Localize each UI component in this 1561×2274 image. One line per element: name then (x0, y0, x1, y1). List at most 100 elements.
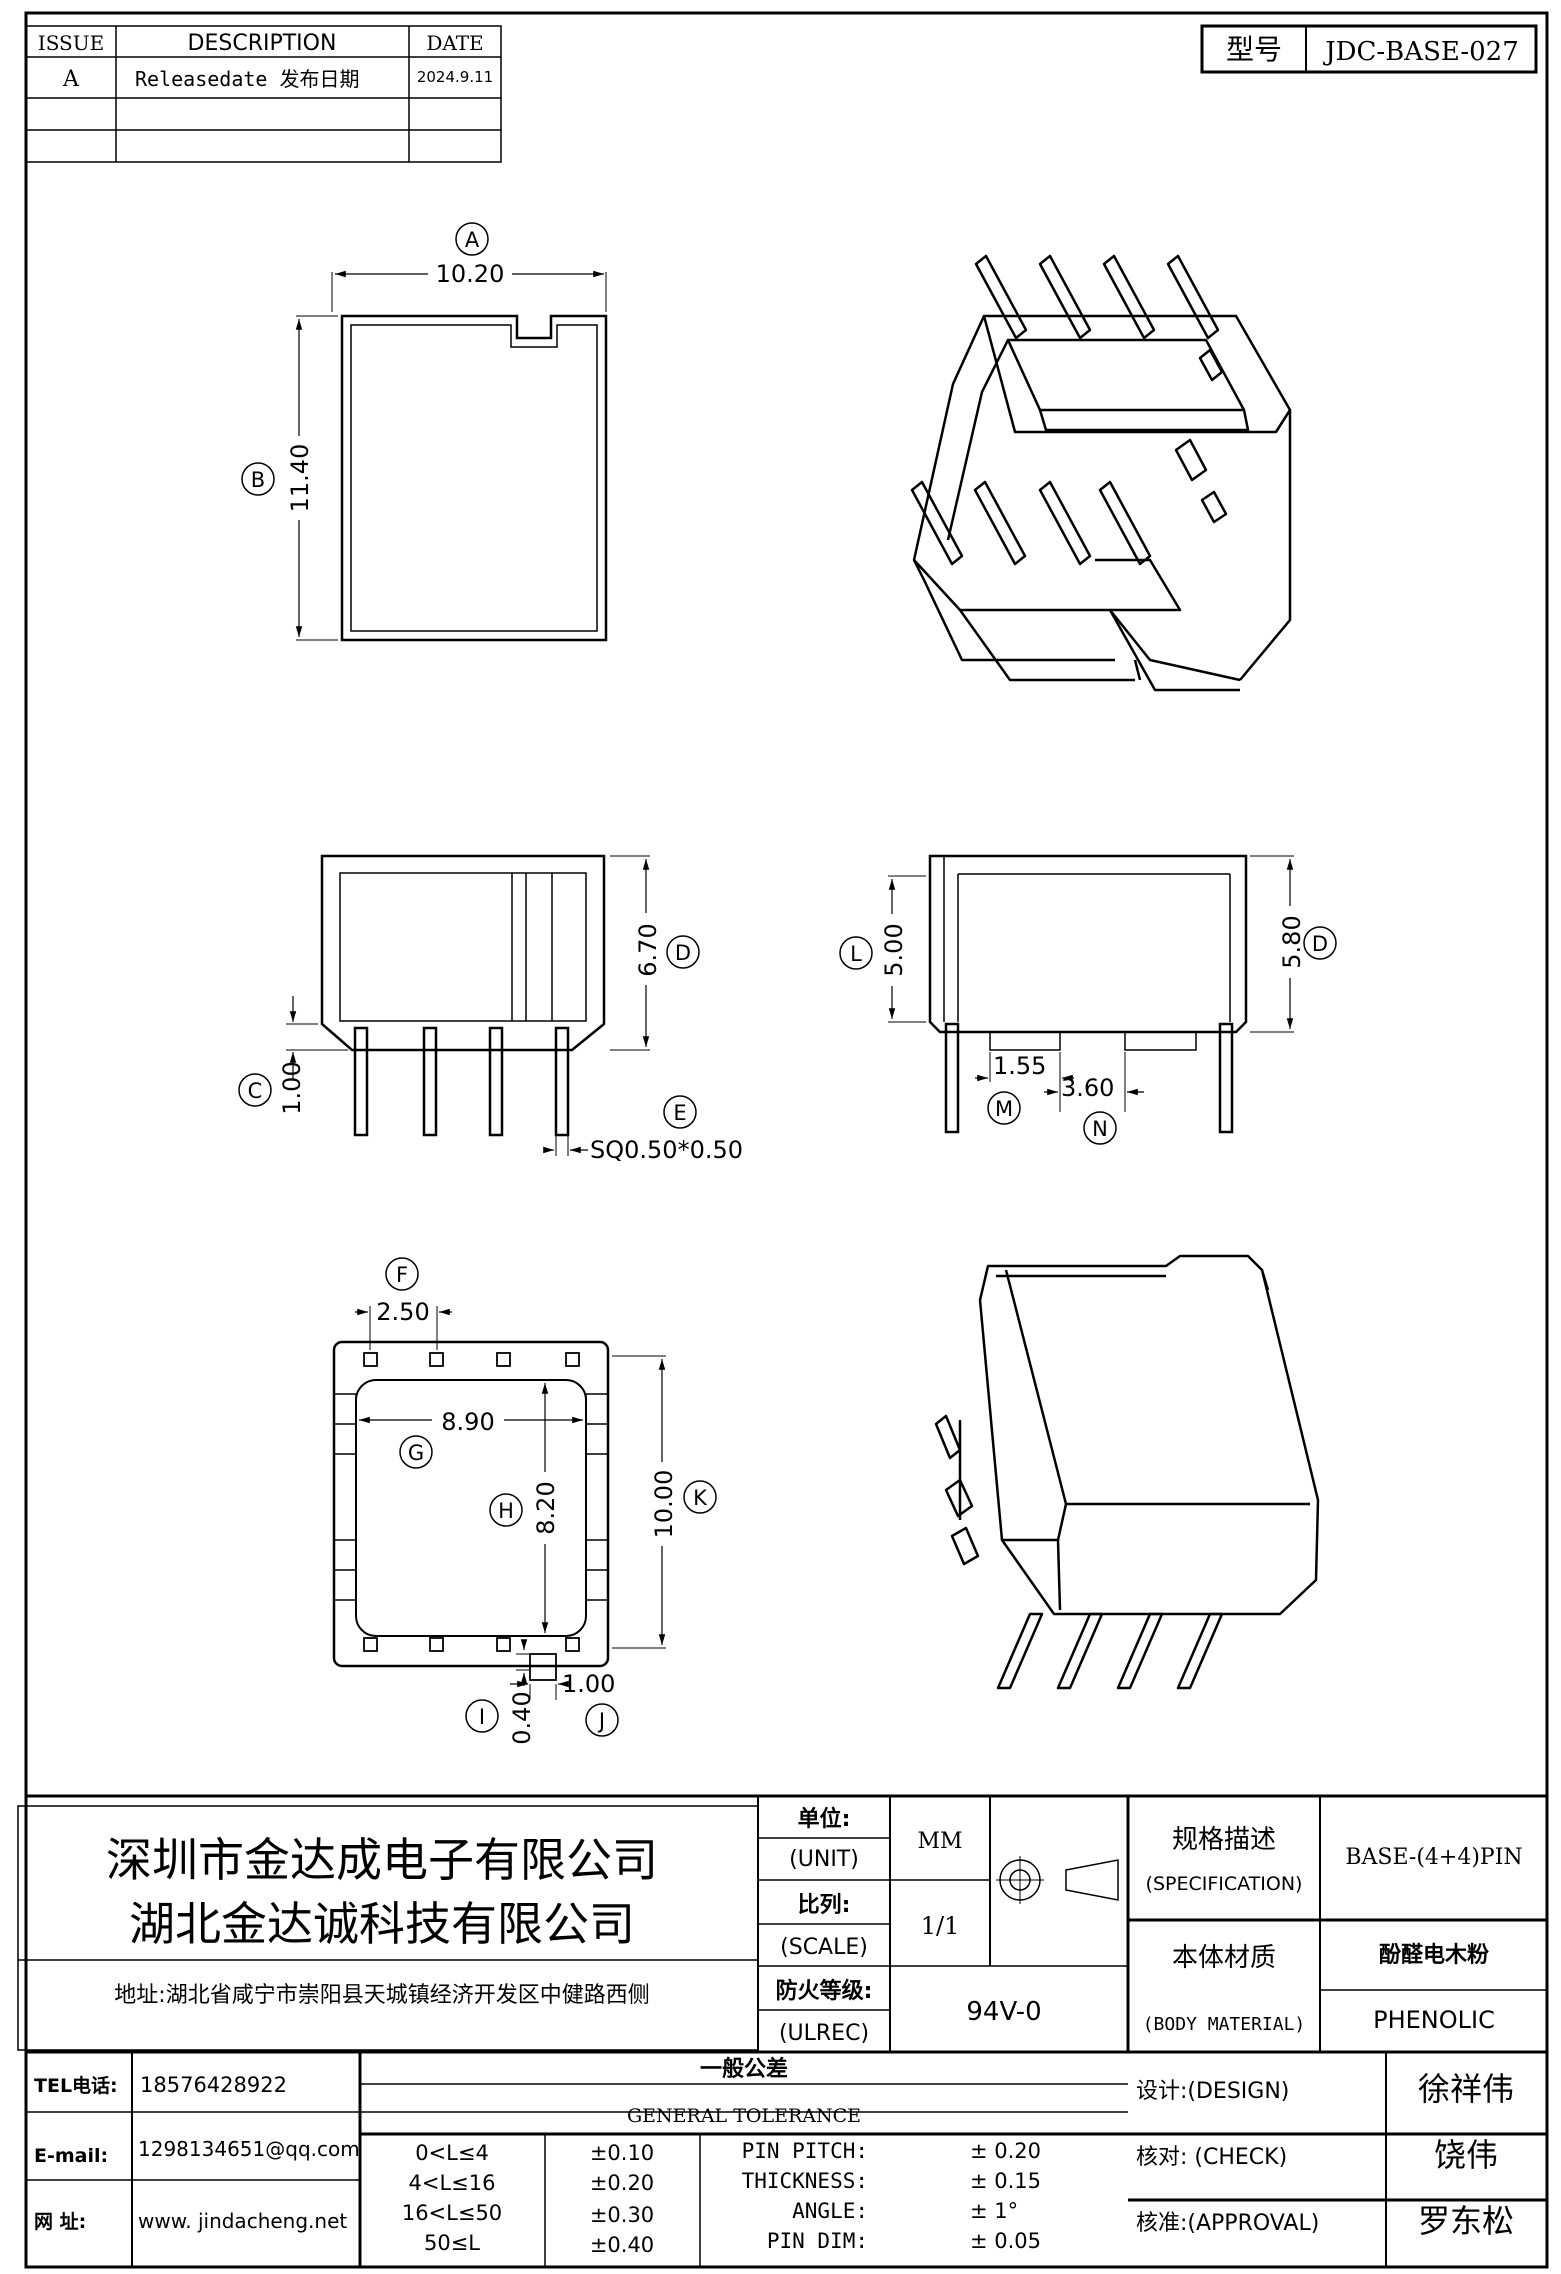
tol-range-4: 50≤L (424, 2231, 480, 2255)
spec-label-en: (SPECIFICATION) (1146, 1873, 1303, 1895)
spec-value: BASE-(4+4)PIN (1345, 1845, 1522, 1870)
title-block-grid (17, 1794, 1547, 2267)
tol-value-1: ±0.10 (590, 2141, 654, 2165)
dim-k-letter: K (693, 1486, 708, 1510)
tolerance-rows: 0<L≤4 ±0.10 PIN PITCH: ± 0.20 4<L≤16 ±0.… (402, 2139, 1041, 2257)
dim-i-value: 0.40 (508, 1691, 536, 1744)
rev-header-date: DATE (426, 31, 483, 55)
dim-g-balloon (399, 1435, 433, 1469)
dim-c-letter: C (248, 1079, 263, 1103)
email-value: 1298134651@qq.com (138, 2137, 360, 2161)
dim-h-value: 8.20 (532, 1481, 560, 1534)
bottom-view (332, 1306, 666, 1700)
fire-label-cn: 防火等级: (776, 1978, 873, 2004)
spec-label-cn: 规格描述 (1172, 1825, 1276, 1855)
tol-item-3: ANGLE: (792, 2199, 868, 2223)
web-label: 网 址: (34, 2211, 86, 2233)
material-label-cn: 本体材质 (1172, 1943, 1276, 1973)
scale-value: 1/1 (921, 1912, 960, 1940)
tol-range-3: 16<L≤50 (402, 2201, 502, 2225)
dim-d2-balloon (1303, 926, 1337, 960)
dim-l-value: 5.00 (880, 923, 908, 976)
design-name: 徐祥伟 (1418, 2070, 1514, 2108)
rev-header-description: DESCRIPTION (188, 31, 337, 56)
dim-d1-letter: D (675, 941, 691, 965)
tolerance-title-cn: 一般公差 (700, 2056, 788, 2082)
approval-name: 罗东松 (1418, 2202, 1514, 2240)
dim-m-value: 1.55 (993, 1052, 1046, 1080)
web-value: www. jindacheng.net (138, 2209, 347, 2233)
dim-i-letter: I (479, 1705, 485, 1729)
rev-header-issue: ISSUE (38, 31, 104, 55)
dim-j-balloon (585, 1703, 619, 1737)
tol-value-4: ±0.40 (590, 2233, 654, 2257)
dim-a-letter: A (465, 228, 480, 252)
dim-a-balloon (455, 222, 489, 256)
tol-value-3: ±0.30 (590, 2203, 654, 2227)
tel-value: 18576428922 (140, 2073, 287, 2097)
dim-a-value: 10.20 (436, 260, 505, 288)
dim-e-value: SQ0.50*0.50 (590, 1136, 743, 1164)
side-view (888, 854, 1294, 1134)
company-name-1: 深圳市金达成电子有限公司 (106, 1833, 658, 1887)
dim-l-letter: L (850, 942, 862, 966)
dim-k-balloon (683, 1480, 717, 1514)
front-view (286, 854, 650, 1137)
dim-f-letter: F (396, 1263, 408, 1287)
dim-b-value: 11.40 (286, 444, 314, 513)
tol-range-1: 0<L≤4 (415, 2141, 489, 2165)
top-view (296, 272, 608, 642)
dim-i-balloon (465, 1699, 499, 1733)
material-value-cn: 酚醛电木粉 (1379, 1943, 1489, 1968)
model-label: 型号 (1226, 33, 1282, 66)
dim-g-letter: G (408, 1441, 424, 1465)
material-value-en: PHENOLIC (1373, 2006, 1495, 2034)
tolerance-title-en: GENERAL TOLERANCE (627, 2105, 861, 2127)
dim-d2-letter: D (1312, 932, 1328, 956)
fire-value: 94V-0 (966, 1997, 1041, 2027)
dim-b-letter: B (251, 468, 265, 492)
approval-label: 核准:(APPROVAL) (1136, 2211, 1319, 2236)
design-label: 设计:(DESIGN) (1136, 2079, 1289, 2104)
dim-g-value: 8.90 (441, 1408, 494, 1436)
model-box (1200, 24, 1538, 74)
dim-d1-balloon (666, 935, 700, 969)
tol-item-4: PIN DIM: (767, 2229, 868, 2253)
rev-row-date: 2024.9.11 (417, 68, 493, 86)
dim-d2-value: 5.80 (1278, 915, 1306, 968)
company-name-2: 湖北金达诚科技有限公司 (129, 1897, 635, 1951)
tol-value-2: ±0.20 (590, 2171, 654, 2195)
company-address: 地址:湖北省咸宁市崇阳县天城镇经济开发区中健路西侧 (114, 1983, 649, 2008)
dim-d1-value: 6.70 (634, 923, 662, 976)
tol-range-2: 4<L≤16 (409, 2171, 496, 2195)
check-name: 饶伟 (1434, 2136, 1498, 2174)
dim-l-balloon (839, 936, 873, 970)
unit-label-cn: 单位: (798, 1806, 851, 1832)
dim-j-value: 1.00 (562, 1670, 615, 1698)
dim-e-letter: E (673, 1101, 686, 1125)
dim-m-balloon (987, 1091, 1021, 1125)
sheet-border (24, 11, 1549, 2269)
dim-f-value: 2.50 (376, 1298, 429, 1326)
dim-e-balloon (663, 1095, 697, 1129)
dim-n-letter: N (1092, 1117, 1108, 1141)
dim-j-letter: J (597, 1709, 605, 1733)
projection-symbol (996, 1856, 1119, 1904)
dim-k-value: 10.00 (650, 1470, 678, 1539)
tol-item-value-4: ± 0.05 (970, 2229, 1041, 2253)
revision-table (25, 25, 502, 163)
scale-label-en: (SCALE) (780, 1935, 868, 1960)
dim-b-balloon (241, 462, 275, 496)
scale-label-cn: 比列: (798, 1893, 851, 1918)
tel-label: TEL电话: (34, 2074, 118, 2097)
unit-label-en: (UNIT) (789, 1847, 859, 1872)
dim-h-letter: H (498, 1499, 514, 1523)
dim-c-value: 1.00 (278, 1061, 306, 1114)
tol-item-2: THICKNESS: (742, 2169, 868, 2193)
email-label: E-mail: (34, 2145, 108, 2167)
dim-m-letter: M (995, 1097, 1013, 1121)
unit-value: MM (917, 1829, 962, 1854)
dim-n-balloon (1083, 1111, 1117, 1145)
model-number: JDC-BASE-027 (1322, 37, 1519, 67)
